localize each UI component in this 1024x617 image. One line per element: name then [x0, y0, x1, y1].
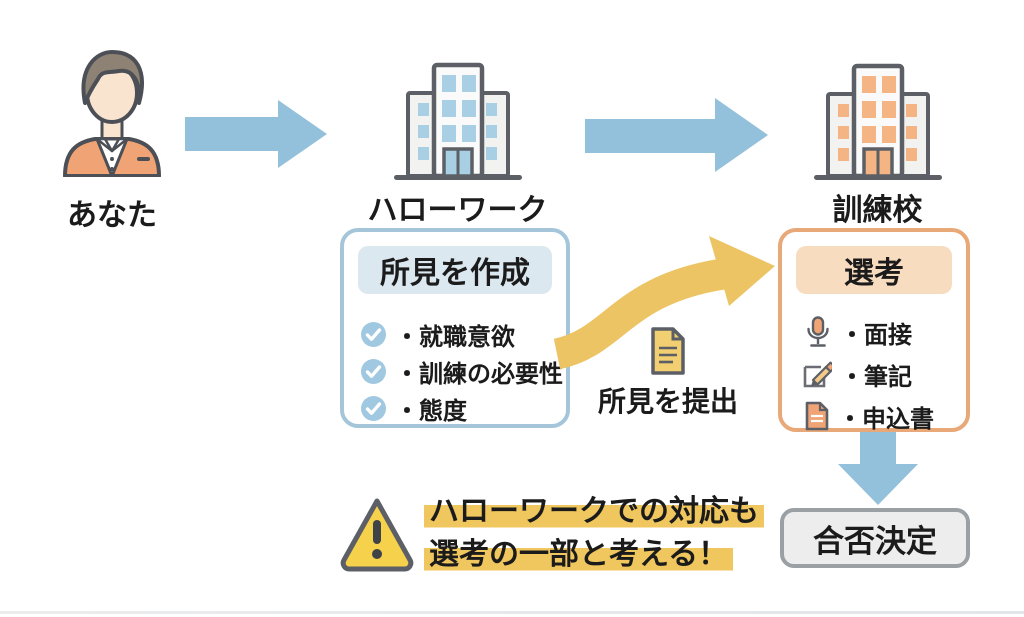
check-icon [360, 358, 387, 385]
shoken-item-label: ・訓練の必要性 [395, 359, 563, 388]
arrow-right-icon [585, 98, 768, 172]
shoken-item: ・態度 [360, 392, 467, 425]
senko-item: ・申込書 [804, 400, 934, 433]
pencil-icon [802, 359, 832, 389]
document-icon [804, 401, 830, 431]
senko-item: ・面接 [804, 316, 912, 349]
warning-note: ハローワークでの対応も 選考の一部と考える！ [424, 490, 764, 576]
hellowork-building-icon [390, 55, 526, 183]
check-icon [360, 321, 387, 348]
shoken-panel-title: 所見を作成 [358, 246, 552, 294]
warning-icon [338, 494, 416, 576]
senko-item-label: ・面接 [840, 320, 912, 349]
shoken-panel: 所見を作成 ・就職意欲 ・訓練の必要性 ・態度 [340, 228, 570, 428]
shoken-item: ・訓練の必要性 [360, 355, 563, 388]
submit-label: 所見を提出 [597, 385, 738, 418]
shoken-item-label: ・就職意欲 [395, 322, 515, 351]
person-icon [57, 45, 167, 178]
school-building-icon [810, 58, 946, 183]
warning-line-1: ハローワークでの対応も [424, 494, 764, 529]
senko-panel: 選考 ・面接 ・筆記 [778, 228, 970, 433]
submit-curve-arrow-icon [553, 236, 775, 370]
shoken-item-label: ・態度 [395, 396, 467, 425]
school-label: 訓練校 [832, 193, 923, 228]
microphone-icon [804, 316, 832, 348]
senko-item-label: ・筆記 [840, 362, 912, 391]
shoken-item: ・就職意欲 [360, 318, 515, 351]
arrow-down-icon [838, 432, 918, 505]
frame-bottom-line [0, 611, 1024, 614]
you-label: あなた [67, 198, 157, 233]
warning-line-2: 選考の一部と考える！ [424, 537, 734, 572]
document-icon [648, 326, 688, 376]
decision-box: 合否決定 [780, 508, 970, 568]
hellowork-label: ハローワーク [367, 193, 548, 228]
check-icon [360, 395, 387, 422]
senko-item: ・筆記 [802, 358, 912, 391]
arrow-right-icon [185, 100, 327, 168]
senko-panel-title: 選考 [796, 246, 952, 294]
senko-item-label: ・申込書 [838, 404, 934, 433]
